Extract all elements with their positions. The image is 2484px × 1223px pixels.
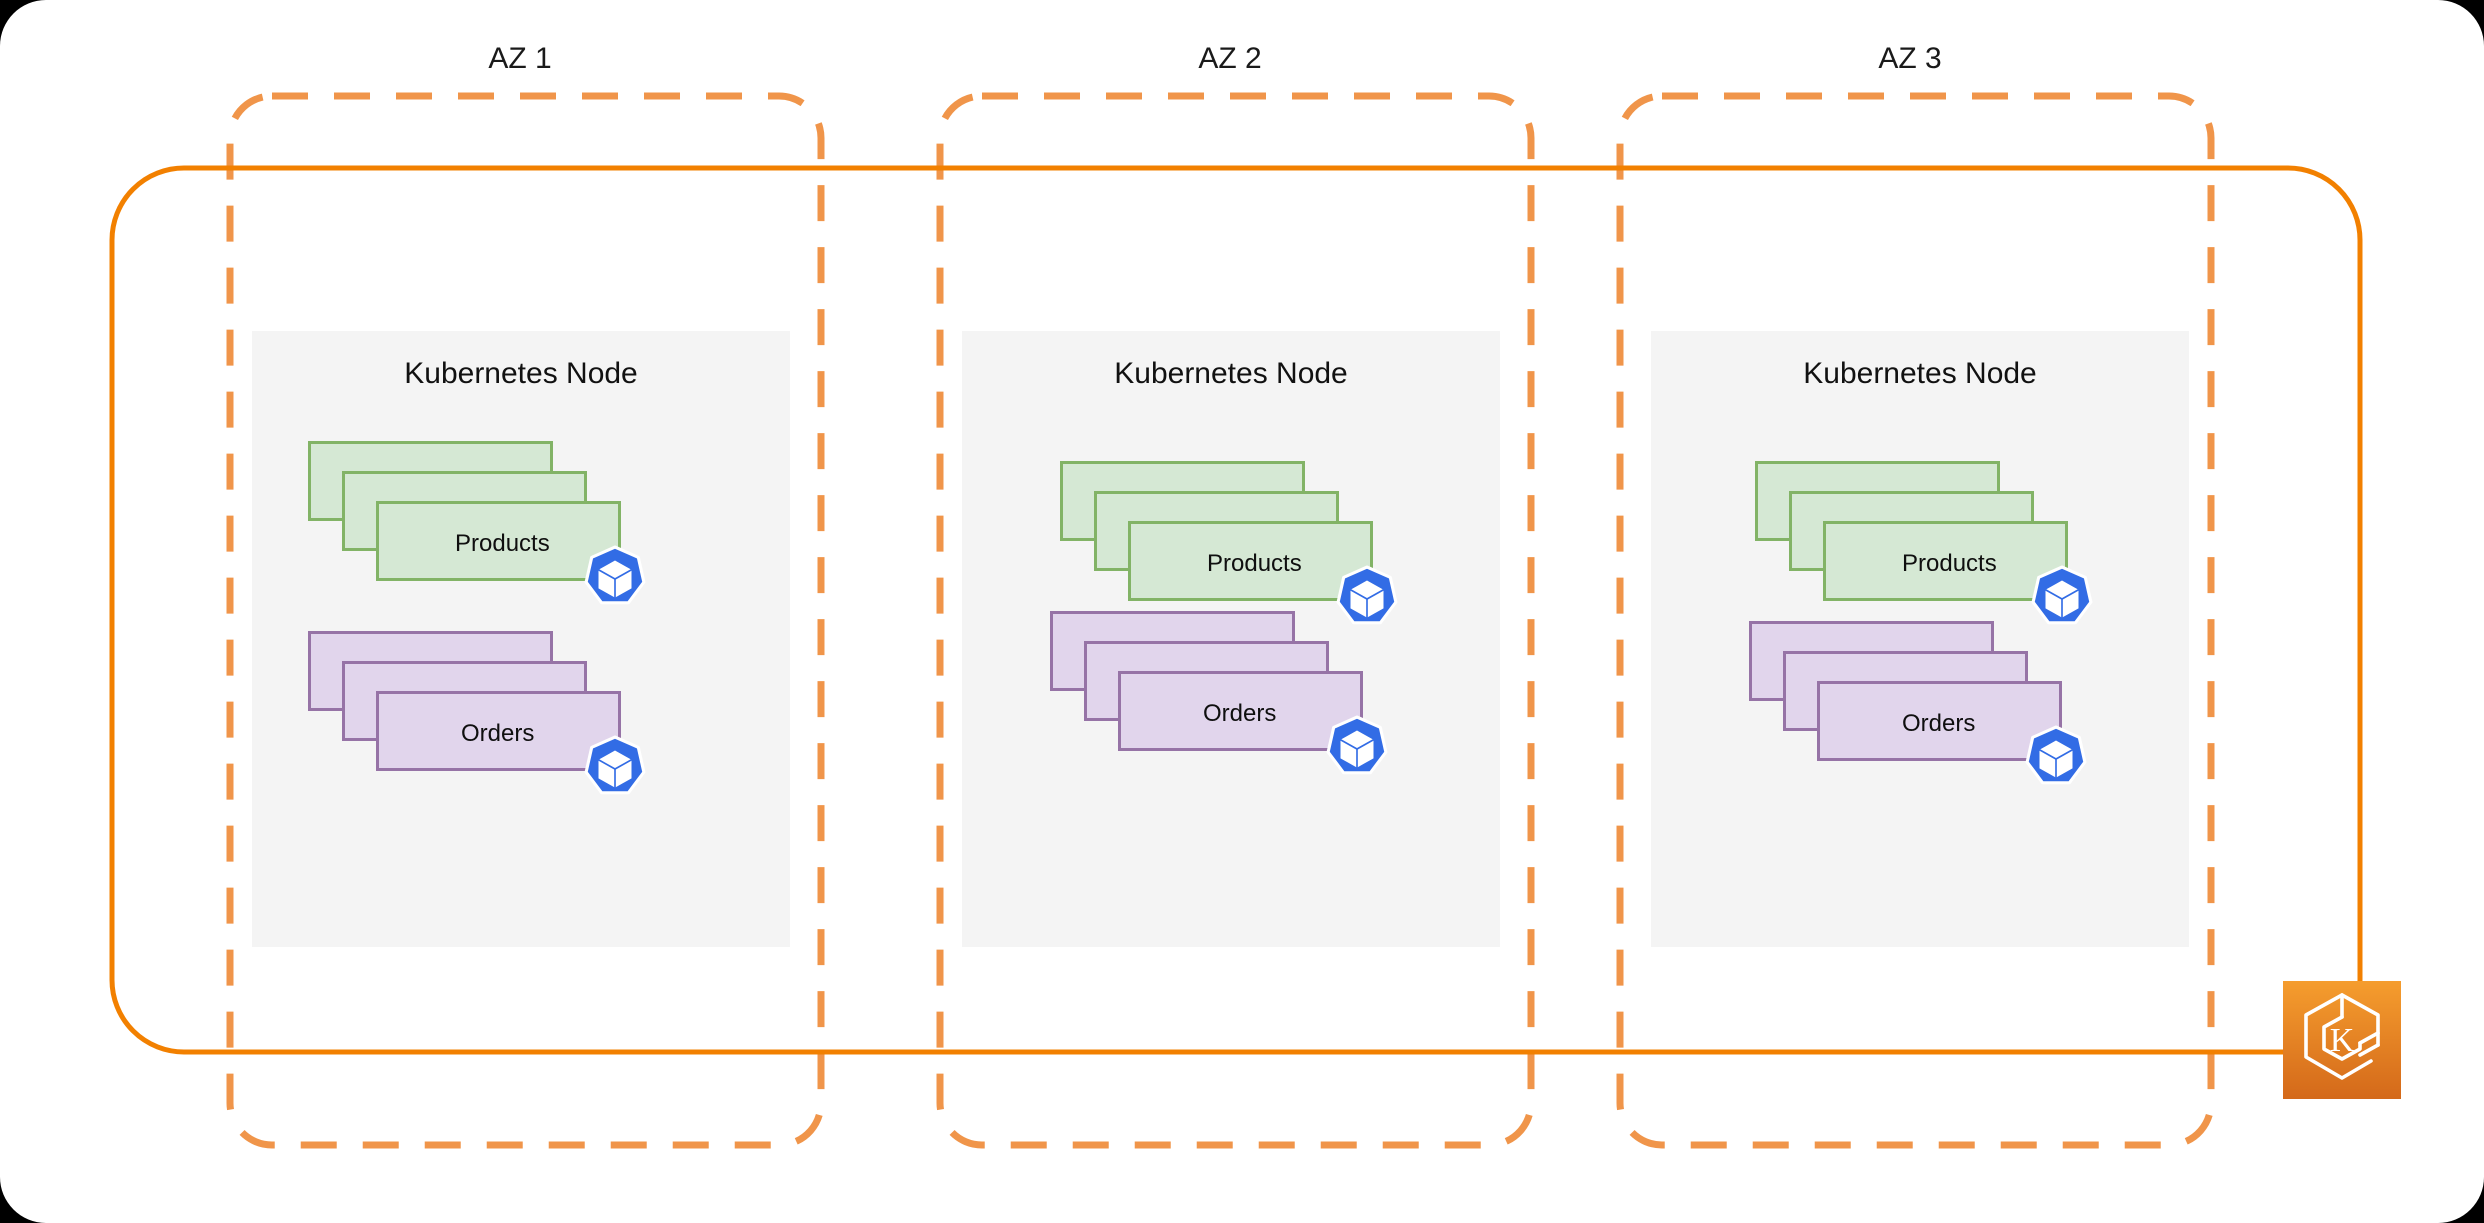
kubernetes-node-az-2[interactable]: Kubernetes Node Products Orders — [962, 331, 1500, 947]
pod-replica-products-az3-3[interactable]: Products — [1823, 521, 2068, 601]
az-3-label: AZ 3 — [1878, 42, 1942, 75]
pod-label-orders-az2: Orders — [1203, 700, 1277, 727]
az-2-label: AZ 2 — [1198, 42, 1262, 75]
az-1-label: AZ 1 — [488, 42, 552, 75]
node-title-az-1: Kubernetes Node — [404, 357, 638, 390]
eks-badge-glyph: K — [2330, 1022, 2355, 1059]
kubernetes-pod-icon-products-az1 — [582, 545, 648, 611]
kubernetes-pod-icon-orders-az1 — [582, 735, 648, 801]
pod-label-products-az1: Products — [455, 530, 550, 557]
pod-replica-orders-az1-3[interactable]: Orders — [376, 691, 621, 771]
pod-label-products-az2: Products — [1207, 550, 1302, 577]
pod-label-products-az3: Products — [1902, 550, 1997, 577]
kubernetes-node-az-1[interactable]: Kubernetes Node Products Orders — [252, 331, 790, 947]
kubernetes-pod-icon-orders-az3 — [2023, 725, 2089, 791]
pod-label-orders-az1: Orders — [461, 720, 535, 747]
pod-replica-orders-az2-3[interactable]: Orders — [1118, 671, 1363, 751]
kubernetes-node-az-3[interactable]: Kubernetes Node Products Orders — [1651, 331, 2189, 947]
node-title-az-2: Kubernetes Node — [1114, 357, 1348, 390]
kubernetes-pod-icon-orders-az2 — [1324, 715, 1390, 781]
pod-label-orders-az3: Orders — [1902, 710, 1976, 737]
node-title-az-3: Kubernetes Node — [1803, 357, 2037, 390]
pod-replica-products-az1-3[interactable]: Products — [376, 501, 621, 581]
kubernetes-pod-icon-products-az3 — [2029, 565, 2095, 631]
pod-replica-orders-az3-3[interactable]: Orders — [1817, 681, 2062, 761]
kubernetes-pod-icon-products-az2 — [1334, 565, 1400, 631]
pod-replica-products-az2-3[interactable]: Products — [1128, 521, 1373, 601]
aws-eks-icon[interactable]: K — [2283, 981, 2401, 1099]
